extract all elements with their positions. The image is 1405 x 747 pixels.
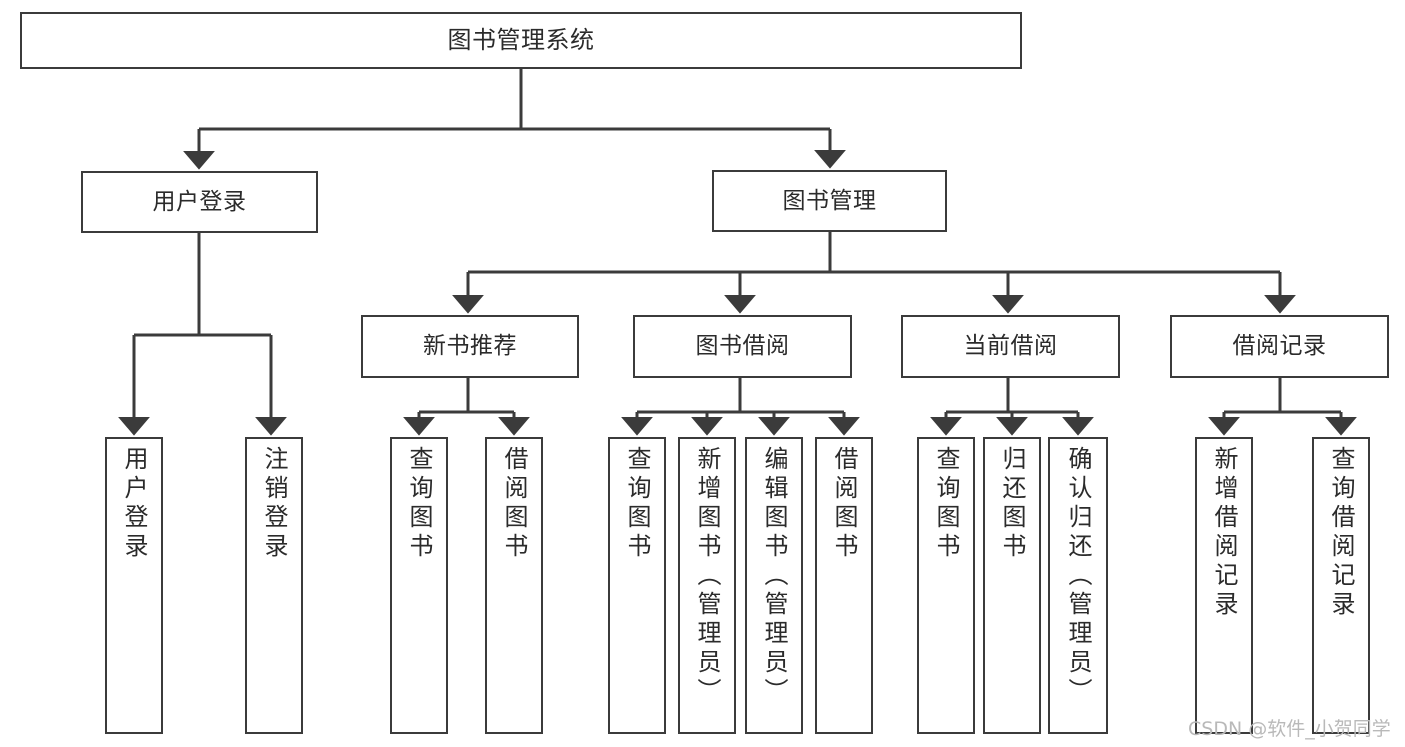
leaf-edit-book[interactable]: 编辑图书（管理员） [745,437,803,734]
node-root-label: 图书管理系统 [447,25,595,54]
leaf-add-book-label: 新增图书（管理员） [693,446,721,707]
leaf-confirm-return-label: 确认归还（管理员） [1064,446,1092,707]
leaf-borrow-book-recommend-label: 借阅图书 [500,446,528,562]
leaf-user-login-label: 用户登录 [120,446,148,562]
node-book-manage-label: 图书管理 [782,187,877,214]
csdn-watermark: CSDN @软件_小贺同学 [1188,718,1391,740]
leaf-confirm-return[interactable]: 确认归还（管理员） [1048,437,1108,734]
leaf-user-login[interactable]: 用户登录 [105,437,163,734]
node-book-borrow-label: 图书借阅 [695,333,790,360]
node-new-book-recommend-label: 新书推荐 [423,333,517,360]
leaf-borrow-book-label: 借阅图书 [830,446,858,562]
leaf-return-book-label: 归还图书 [998,446,1026,562]
leaf-return-book[interactable]: 归还图书 [983,437,1041,734]
node-new-book-recommend[interactable]: 新书推荐 [361,315,579,378]
node-user-login[interactable]: 用户登录 [81,171,318,233]
leaf-query-book-current-label: 查询图书 [932,446,960,562]
leaf-query-borrow-record[interactable]: 查询借阅记录 [1312,437,1370,734]
leaf-query-borrow-record-label: 查询借阅记录 [1327,446,1355,620]
node-borrow-record-label: 借阅记录 [1232,333,1327,360]
leaf-query-book-recommend[interactable]: 查询图书 [390,437,448,734]
node-borrow-record[interactable]: 借阅记录 [1170,315,1389,378]
node-current-borrow[interactable]: 当前借阅 [901,315,1120,378]
leaf-edit-book-label: 编辑图书（管理员） [760,446,788,707]
leaf-query-book-recommend-label: 查询图书 [405,446,433,562]
node-user-login-label: 用户登录 [152,188,247,215]
leaf-query-book-borrow-label: 查询图书 [623,446,651,562]
leaf-add-borrow-record-label: 新增借阅记录 [1210,446,1238,620]
node-book-borrow[interactable]: 图书借阅 [633,315,852,378]
leaf-query-book-borrow[interactable]: 查询图书 [608,437,666,734]
node-root-system[interactable]: 图书管理系统 [20,12,1022,69]
node-current-borrow-label: 当前借阅 [963,333,1058,360]
leaf-add-book[interactable]: 新增图书（管理员） [678,437,736,734]
leaf-logout-label: 注销登录 [260,446,288,562]
leaf-add-borrow-record[interactable]: 新增借阅记录 [1195,437,1253,734]
leaf-logout[interactable]: 注销登录 [245,437,303,734]
node-book-manage[interactable]: 图书管理 [712,170,947,232]
leaf-query-book-current[interactable]: 查询图书 [917,437,975,734]
leaf-borrow-book[interactable]: 借阅图书 [815,437,873,734]
leaf-borrow-book-recommend[interactable]: 借阅图书 [485,437,543,734]
